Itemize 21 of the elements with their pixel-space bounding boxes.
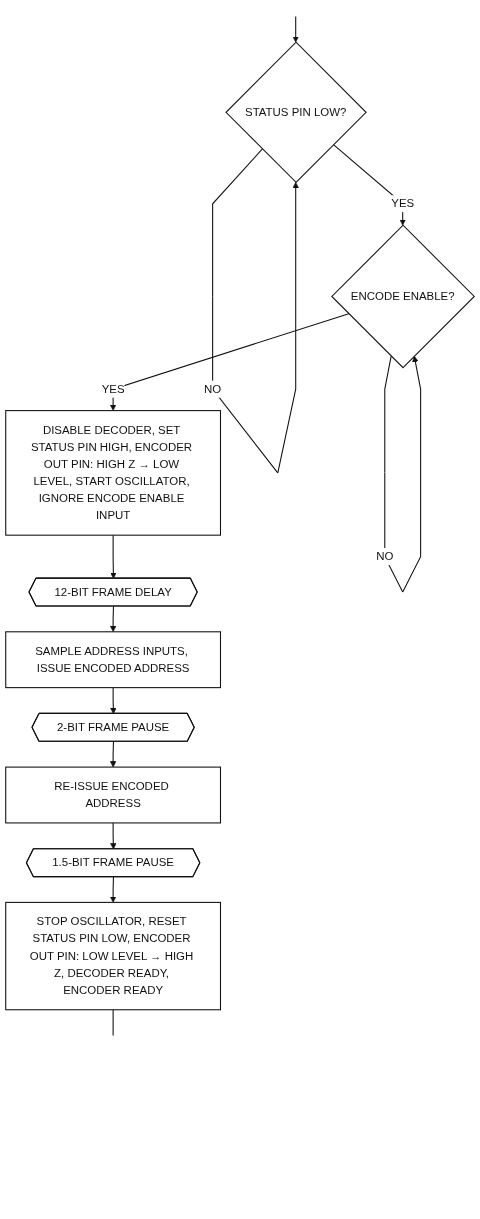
arrow (110, 822, 117, 850)
node-box: DISABLE DECODER, SET STATUS PIN HIGH, ENCODER OUT PIN: HIGH Z → LOW LEVEL, START OSCILLATOR, IGNORE ENCODE ENABLE INPUT (5, 410, 222, 536)
node-diamond: ENCODE ENABLE? (331, 224, 475, 369)
edge-label: NO (376, 550, 394, 563)
arrow (332, 144, 406, 226)
arrow (402, 355, 422, 593)
edge-label: YES (391, 197, 415, 210)
arrow (109, 876, 117, 903)
node-box: SAMPLE ADDRESS INPUTS, ISSUE ENCODED ADDRESS (5, 631, 222, 689)
node-box: STOP OSCILLATOR, RESET STATUS PIN LOW, ENCODER OUT PIN: LOW LEVEL → HIGH Z, DECODER READY, ENCODER READY (5, 901, 222, 1011)
arrow (109, 605, 117, 633)
node-diamond: STATUS PIN LOW? (225, 41, 367, 184)
arrow (110, 687, 117, 715)
arrow (109, 741, 117, 768)
arrow (292, 15, 299, 43)
arrow (110, 534, 117, 579)
arrow (277, 182, 299, 474)
edge-label: NO (204, 382, 222, 395)
node-box: RE-ISSUE ENCODED ADDRESS (5, 766, 222, 824)
edge-label: YES (101, 382, 125, 395)
arrow (109, 313, 350, 411)
